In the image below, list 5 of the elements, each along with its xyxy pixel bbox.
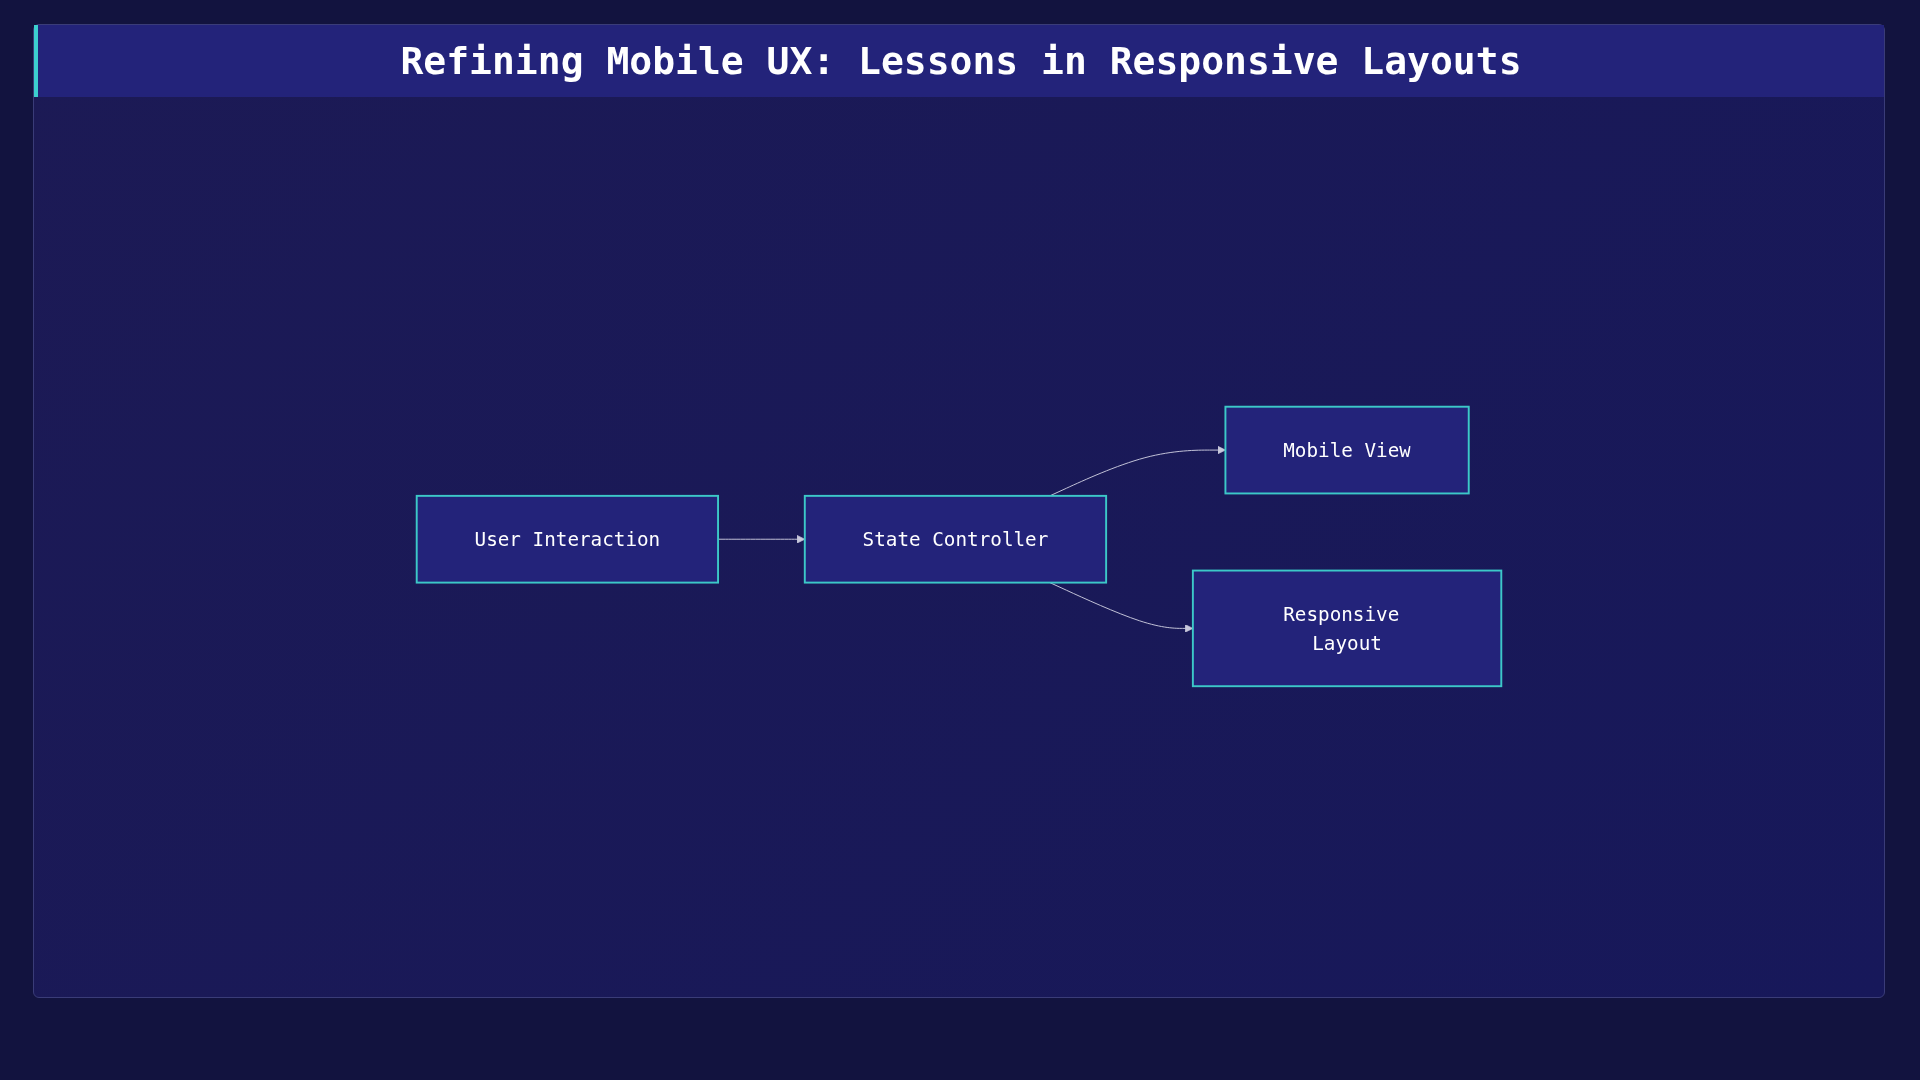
node-box: User Interaction bbox=[415, 494, 719, 584]
node-box: State Controller bbox=[803, 494, 1108, 584]
node-box: Mobile View bbox=[1224, 405, 1470, 494]
node-box: Responsive Layout bbox=[1191, 569, 1503, 687]
title-bar: Refining Mobile UX: Lessons in Responsive Layouts bbox=[34, 25, 1884, 97]
